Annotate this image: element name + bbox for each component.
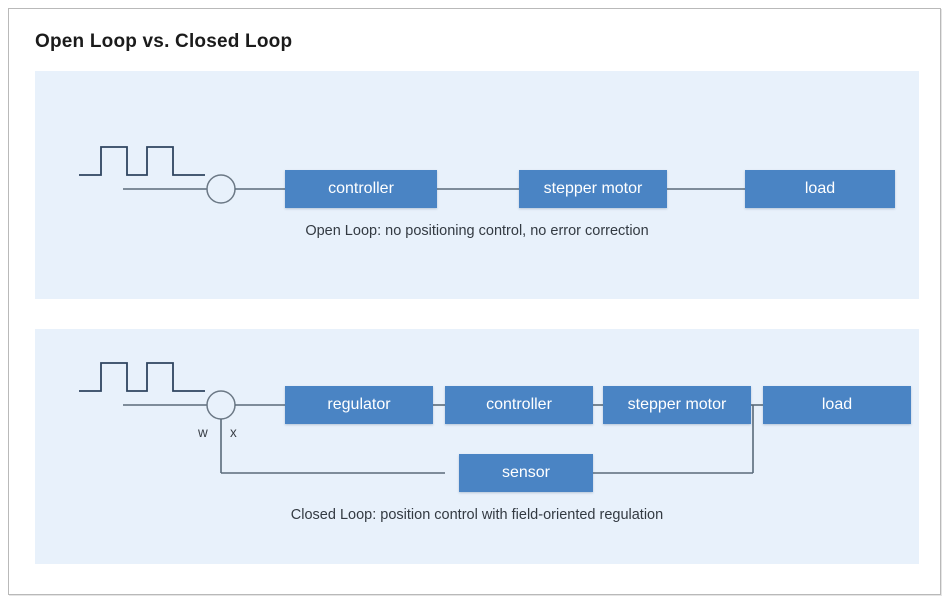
signal-label-feedback: x [230, 425, 237, 440]
closed-loop-caption: Closed Loop: position control with field… [290, 507, 664, 523]
block-controller[interactable]: controller [285, 170, 437, 208]
block-stepper-motor[interactable]: stepper motor [519, 170, 667, 208]
open-loop-wiring [79, 146, 745, 204]
pulse-train-icon [79, 146, 205, 176]
block-regulator[interactable]: regulator [285, 386, 433, 424]
summing-junction-icon [206, 174, 236, 204]
summing-junction-icon [206, 390, 236, 420]
block-load[interactable]: load [763, 386, 911, 424]
diagram-card: Open Loop vs. Closed Loop controller ste… [8, 8, 941, 595]
closed-loop-panel: w x regulator controller stepper motor l… [35, 329, 919, 564]
signal-label-setpoint: w [198, 425, 208, 440]
pulse-train-icon [79, 362, 205, 392]
open-loop-caption: Open Loop: no positioning control, no er… [305, 223, 649, 239]
block-sensor[interactable]: sensor [459, 454, 593, 492]
closed-loop-wiring [79, 362, 763, 474]
block-load[interactable]: load [745, 170, 895, 208]
open-loop-panel: controller stepper motor load Open Loop:… [35, 71, 919, 299]
block-stepper-motor[interactable]: stepper motor [603, 386, 751, 424]
block-controller[interactable]: controller [445, 386, 593, 424]
page-title: Open Loop vs. Closed Loop [35, 31, 293, 52]
